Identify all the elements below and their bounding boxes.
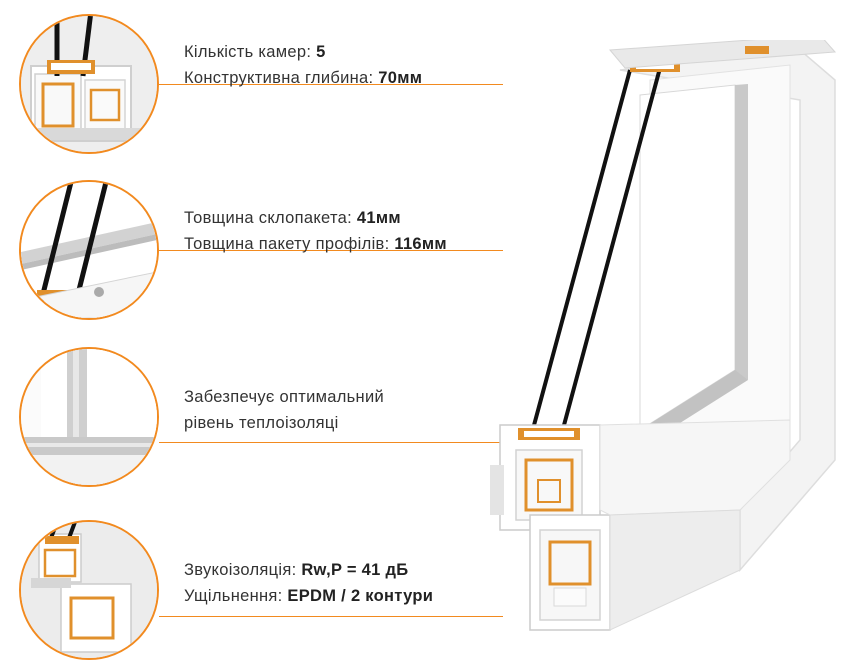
feature-line: Кількість камер: 5 [184,39,422,65]
feature-value: 116мм [394,235,447,253]
feature-value: 41мм [356,209,401,227]
feature-label: Товщина склопакета: [184,209,357,227]
glass-unit-detail-image [19,180,159,320]
feature-insulation: Забезпечує оптимальний рівень теплоізоля… [0,347,520,497]
glass-corner-detail-image [19,347,159,487]
feature-text: Кількість камер: 5 Конструктивна глибина… [184,39,422,91]
frame-sash-detail-image [19,520,159,660]
feature-text: Забезпечує оптимальний рівень теплоізоля… [184,384,384,436]
feature-sound-insulation: Звукоізоляція: Rw,P = 41 дБ Ущільнення: … [0,520,520,670]
feature-label: Конструктивна глибина: [184,69,379,87]
feature-label: рівень теплоізоляці [184,414,339,432]
feature-value: 5 [316,43,326,61]
feature-connector-line [159,84,503,85]
feature-label: Ущільнення: [184,587,288,605]
feature-line: Забезпечує оптимальний [184,384,384,410]
feature-text: Товщина склопакета: 41мм Товщина пакету … [184,205,447,257]
feature-chambers: Кількість камер: 5 Конструктивна глибина… [0,14,520,164]
feature-value: Rw,P = 41 дБ [301,561,409,579]
feature-line: Товщина пакету профілів: 116мм [184,231,447,257]
feature-line: Звукоізоляція: Rw,P = 41 дБ [184,557,433,583]
feature-line: рівень теплоізоляці [184,410,384,436]
feature-text: Звукоізоляція: Rw,P = 41 дБ Ущільнення: … [184,557,433,609]
feature-thickness: Товщина склопакета: 41мм Товщина пакету … [0,180,520,330]
feature-label: Товщина пакету профілів: [184,235,395,253]
feature-connector-line [159,616,503,617]
feature-line: Товщина склопакета: 41мм [184,205,447,231]
feature-label: Кількість камер: [184,43,317,61]
feature-line: Конструктивна глибина: 70мм [184,65,422,91]
feature-label: Забезпечує оптимальний [184,388,384,406]
profile-section-detail-image [19,14,159,154]
feature-line: Ущільнення: EPDM / 2 контури [184,583,433,609]
feature-label: Звукоізоляція: [184,561,302,579]
feature-connector-line [159,442,503,443]
window-profile-illustration [490,40,845,660]
feature-connector-line [159,250,503,251]
feature-value: EPDM / 2 контури [287,587,434,605]
feature-value: 70мм [378,69,423,87]
